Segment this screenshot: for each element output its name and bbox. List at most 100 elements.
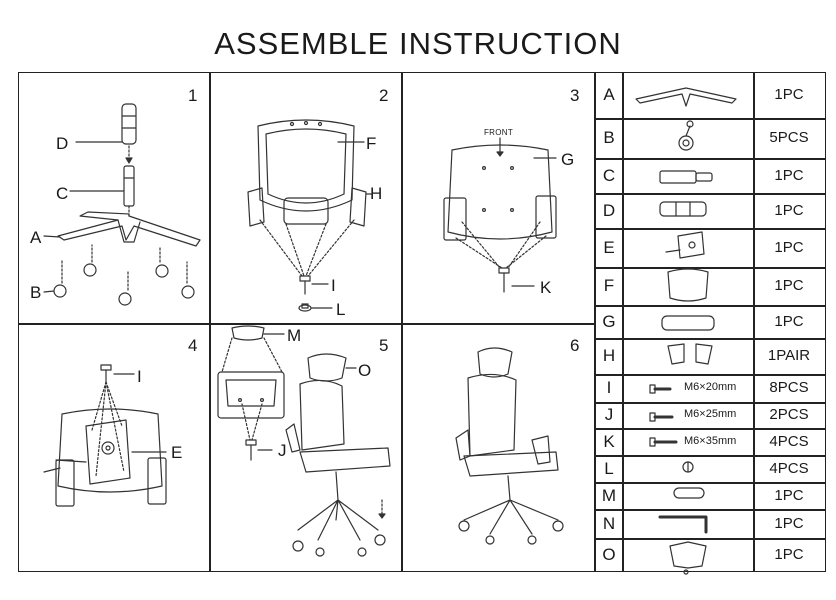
step4-diagram [43, 364, 167, 507]
star-base-icon [57, 211, 201, 247]
cover-cap-icon [673, 487, 705, 499]
parts-row-divider [595, 482, 826, 484]
parts-row-divider [595, 338, 826, 340]
part-letter: B [603, 128, 615, 147]
seat-cushion-icon [661, 315, 715, 331]
bolt-icon [245, 439, 257, 461]
part-letter: G [602, 311, 616, 331]
callout-label: I [331, 276, 336, 295]
allen-key-icon [658, 515, 708, 534]
part-quantity: 1PC [774, 166, 804, 184]
bolt-icon [299, 275, 311, 295]
part-quantity: 5PCS [769, 129, 809, 146]
grid-divider [18, 323, 595, 325]
part-size: M6×20mm [684, 381, 737, 393]
part-quantity: 1PC [774, 201, 804, 219]
callout-label: C [56, 184, 69, 203]
callout-label: A [30, 228, 42, 247]
backrest-icon [257, 119, 355, 225]
part-letter: K [603, 431, 615, 451]
armrest-pair-icon [667, 343, 713, 365]
step3-diagram [443, 137, 557, 293]
bolt-icon [649, 437, 678, 447]
parts-row-divider [595, 305, 826, 307]
callout-label: F [366, 134, 377, 153]
armrest-pair-icon [443, 195, 557, 241]
tilt-mechanism-icon [85, 419, 131, 485]
callout-label: H [370, 184, 383, 203]
part-size: M6×35mm [684, 434, 737, 447]
tilt-mechanism-icon [665, 231, 705, 259]
parts-row-divider [595, 228, 826, 230]
callout-label: J [278, 441, 287, 460]
part-letter: D [602, 200, 616, 220]
part-quantity: 1PC [774, 86, 804, 103]
step5-diagram [217, 325, 391, 557]
parts-row-divider [595, 455, 826, 457]
headrest-icon [307, 353, 347, 382]
grid-divider [209, 72, 211, 572]
callout-label: L [336, 300, 346, 319]
parts-row-divider [595, 428, 826, 430]
parts-row-divider [595, 402, 826, 404]
grid-divider [622, 72, 624, 572]
part-quantity: 1PC [774, 277, 804, 294]
backrest-icon [667, 268, 709, 302]
callout-label: B [30, 283, 42, 302]
lift-cover-icon [121, 103, 137, 145]
instruction-grid [18, 72, 826, 572]
step6-diagram [455, 347, 564, 545]
gas-lift-icon [123, 165, 135, 207]
step1-diagram [43, 103, 201, 306]
grid-divider [401, 72, 403, 572]
bolt-icon [649, 384, 672, 394]
part-letter: C [602, 165, 616, 185]
step-number: 5 [379, 336, 389, 355]
parts-row-divider [595, 509, 826, 511]
grid-divider [753, 72, 755, 572]
step-number: 1 [188, 86, 198, 105]
part-quantity: 1PAIR [767, 347, 811, 364]
parts-row-divider [595, 118, 826, 120]
part-quantity: 2PCS [769, 406, 809, 423]
headrest-icon [669, 541, 707, 575]
gas-lift-icon [659, 170, 713, 184]
parts-row-divider [595, 538, 826, 540]
part-quantity: 8PCS [769, 379, 809, 396]
parts-icons [635, 87, 737, 575]
part-letter: A [603, 85, 615, 104]
callout-label: I [137, 367, 142, 386]
part-size: M6×25mm [684, 408, 737, 420]
callout-label: O [358, 361, 372, 380]
seat-cushion-icon [447, 144, 553, 240]
callout-label: M [287, 326, 302, 345]
lift-cover-icon [659, 201, 707, 217]
part-letter: L [604, 458, 614, 478]
grid-divider [594, 72, 596, 572]
callout-label: E [171, 443, 183, 462]
step2-diagram [247, 119, 373, 312]
part-quantity: 1PC [774, 514, 804, 532]
part-quantity: 1PC [774, 312, 804, 330]
part-letter: N [602, 513, 616, 533]
part-quantity: 1PC [774, 546, 804, 563]
bolt-icon [498, 267, 510, 293]
caster-wheel-icon [53, 263, 195, 306]
cover-cap-icon [231, 325, 265, 341]
parts-row-divider [595, 267, 826, 269]
front-label: FRONT [484, 128, 514, 137]
parts-row-divider [595, 374, 826, 376]
part-quantity: 4PCS [769, 459, 809, 477]
callout-label: K [540, 278, 552, 297]
part-letter: O [602, 545, 616, 564]
part-letter: I [606, 378, 612, 397]
parts-row-divider [595, 158, 826, 160]
part-letter: J [604, 405, 614, 424]
callout-label: D [56, 134, 69, 153]
washer-nut-icon [682, 461, 694, 473]
part-quantity: 1PC [774, 238, 804, 256]
part-letter: M [601, 485, 617, 505]
star-base-icon [635, 87, 737, 107]
step-number: 3 [570, 86, 580, 105]
